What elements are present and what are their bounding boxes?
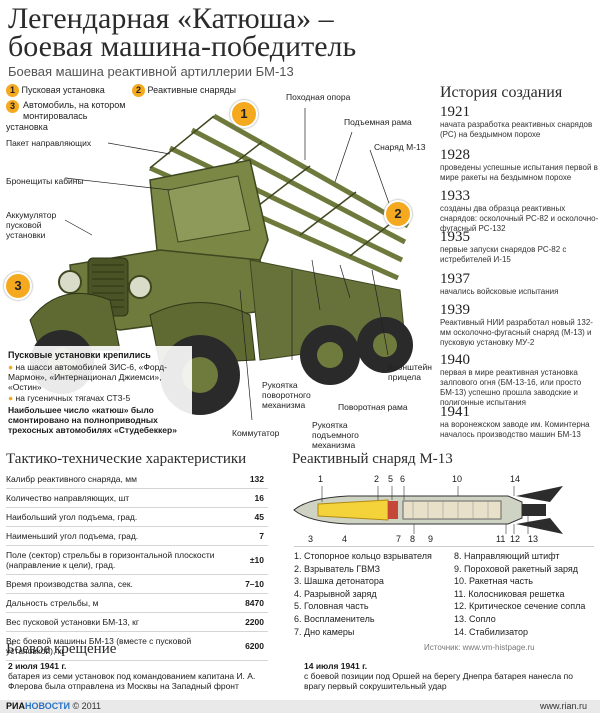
history-entry: 1940 первая в мире реактивная установка … <box>440 352 582 407</box>
rocket-label-13: 13 <box>528 534 539 544</box>
history-entry: 1928 проведены успешные испытания первой… <box>440 147 598 182</box>
baptism-title: Боевое крещение <box>6 641 117 657</box>
footer-bar <box>0 700 600 713</box>
rocket-label-2: 2 <box>374 474 380 484</box>
history-timeline: 1921 начата разработка реактивных снаряд… <box>440 104 600 440</box>
callout-rocket-m13: Снаряд М-13 <box>374 142 426 152</box>
chassis-note-footer: Наибольшее число «катюш» было смонтирова… <box>8 405 177 435</box>
table-row: Наибольший угол подъема, град.45 <box>6 507 268 527</box>
history-entry: 1935 первые запуски снарядов РС-82 с ист… <box>440 229 567 264</box>
chassis-note-heading: Пусковые установки крепились <box>8 350 151 360</box>
baptism-left: 2 июля 1941 г. батарея из семи установок… <box>8 661 256 691</box>
callout-lift-frame: Подъемная рама <box>344 117 412 127</box>
history-title: История создания <box>440 84 563 101</box>
rocket-label-8: 8 <box>410 534 416 544</box>
rocket-label-3: 3 <box>308 534 314 544</box>
chassis-note-item: ● на шасси автомобилей ЗИС-6, «Форд-Марм… <box>8 362 167 392</box>
launcher-rails <box>148 113 410 281</box>
callout-battery: Аккумулятор пусковой установки <box>6 210 57 240</box>
history-entry: 1939 Реактивный НИИ разработал новый 132… <box>440 302 593 347</box>
page-subtitle: Боевая машина реактивной артиллерии БМ-1… <box>8 64 294 79</box>
chassis-note-item: ● на гусеничных тягачах СТЗ-5 <box>8 393 131 403</box>
callout-turn-handle: Рукоятка поворотного механизма <box>262 380 311 410</box>
page-title-line1: Легендарная «Катюша» – <box>8 2 334 35</box>
callout-sight-bracket: Кронштейн прицела <box>388 362 432 382</box>
marker-2: 2 <box>384 200 412 228</box>
number-2-badge: 2 <box>132 84 145 97</box>
table-row: Наименьший угол подъема, град.7 <box>6 526 268 546</box>
site-link[interactable]: www.rian.ru <box>540 701 588 711</box>
rocket-number-labels: 1 2 5 6 10 14 3 4 7 8 9 11 12 13 <box>288 472 594 544</box>
baptism-right: 14 июля 1941 г. с боевой позиции под Орш… <box>304 661 573 691</box>
rocket-label-6: 6 <box>400 474 406 484</box>
rocket-label-1: 1 <box>318 474 324 484</box>
callout-turn-frame: Поворотная рама <box>338 402 408 412</box>
callout-switch: Коммутатор <box>232 428 280 438</box>
callout-march-support: Походная опора <box>286 92 351 102</box>
page-title-line2: боевая машина-победитель <box>8 30 357 63</box>
legend-item-2: 2 Реактивные снаряды <box>132 84 236 97</box>
legend-item-1: 1 Пусковая установка <box>6 84 105 97</box>
ria-logo: РИАНОВОСТИ © 2011 <box>6 701 102 711</box>
table-row: Время производства залпа, сек.7–10 <box>6 574 268 594</box>
legend-item-3: 3 Автомобиль, на котором монтировалась у… <box>6 100 126 133</box>
bullet-icon: ● <box>8 362 14 372</box>
history-entry: 1933 созданы два образца реактивных снар… <box>440 188 599 233</box>
bullet-icon: ● <box>8 393 14 403</box>
truck-illustration <box>29 108 413 421</box>
callout-guides-pack: Пакет направляющих <box>6 138 92 148</box>
rocket-title: Реактивный снаряд М-13 <box>292 451 453 467</box>
callout-lift-handle: Рукоятка подъемного механизма <box>312 420 359 450</box>
number-1-badge: 1 <box>6 84 19 97</box>
callout-cab-armor: Бронещиты кабины <box>6 176 84 186</box>
rocket-diagram <box>293 486 563 534</box>
legend-label: Реактивные снаряды <box>147 85 237 95</box>
history-entry: 1937 начались войсковые испытания <box>440 271 559 296</box>
table-row: Поле (сектор) стрельбы в горизонтальной … <box>6 545 268 575</box>
rocket-legend-right: 8. Направляющий штифт 9. Пороховой ракет… <box>454 551 586 637</box>
legend-label: Пусковая установка <box>21 85 105 95</box>
marker-1: 1 <box>230 100 258 128</box>
rocket-label-9: 9 <box>428 534 434 544</box>
rocket-label-4: 4 <box>342 534 348 544</box>
table-row: Вес боевой машины БМ-13 (вместе с пусков… <box>6 631 268 661</box>
rocket-label-11: 11 <box>496 534 506 544</box>
rocket-label-10: 10 <box>452 474 463 484</box>
rocket-label-14: 14 <box>510 474 521 484</box>
source-credit: Источник: www.vm-histpage.ru <box>424 643 535 652</box>
rocket-legend-left: 1. Стопорное кольцо взрывателя 2. Взрыва… <box>294 551 432 637</box>
specs-title: Тактико-технические характеристики <box>6 451 247 467</box>
rocket-label-5: 5 <box>388 474 394 484</box>
rocket-legend: 1. Стопорное кольцо взрывателя 2. Взрыва… <box>294 546 594 637</box>
chassis-note: Пусковые установки крепились ● на шасси … <box>4 346 192 440</box>
history-entry: 1921 начата разработка реактивных снаряд… <box>440 104 593 139</box>
rocket-label-12: 12 <box>510 534 521 544</box>
marker-3: 3 <box>4 272 32 300</box>
legend-label: Автомобиль, на котором монтировалась уст… <box>6 100 126 132</box>
rocket-label-7: 7 <box>396 534 402 544</box>
number-3-badge: 3 <box>6 100 19 113</box>
history-entry: 1941 на воронежском заводе им. Коминтерн… <box>440 404 590 439</box>
